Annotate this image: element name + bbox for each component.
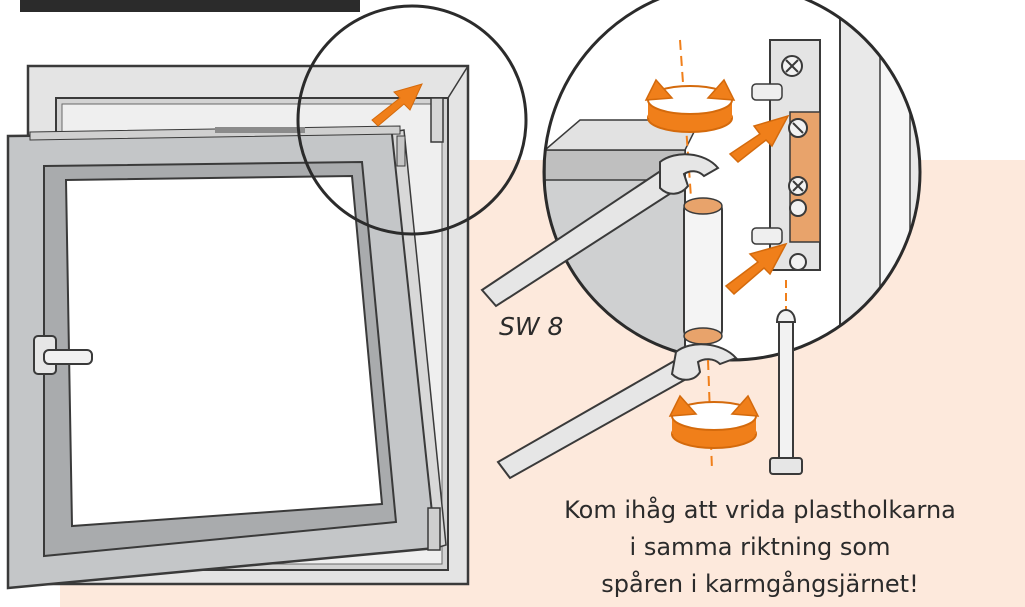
screw-icon [781, 55, 803, 77]
window-handle [33, 335, 93, 375]
hinge-pin [769, 309, 803, 475]
top-hinge-small [396, 97, 444, 167]
instruction-caption: Kom ihåg att vrida plastholkarna i samma… [520, 492, 1000, 603]
wrench-lower [496, 343, 738, 480]
rotate-arrows-icon [644, 78, 736, 133]
push-arrow-icon [371, 83, 423, 127]
push-arrow-icon [728, 114, 790, 164]
caption-line: Kom ihåg att vrida plastholkarna [564, 496, 956, 524]
wrench-size-label: SW 8 [499, 312, 564, 341]
bottom-hinge [427, 507, 441, 551]
window-sash [6, 125, 447, 590]
caption-line: i samma riktning som [629, 533, 891, 561]
magnifier-circle [296, 4, 528, 236]
push-arrow-icon [724, 242, 788, 296]
caption-line: spåren i karmgångsjärnet! [601, 570, 919, 598]
screw-icon [788, 118, 808, 138]
screw-icon [789, 253, 807, 271]
rotate-arrows-icon [668, 394, 760, 449]
cropped-heading [20, 0, 360, 12]
screw-icon [789, 199, 807, 217]
screw-icon [788, 176, 808, 196]
wrench-upper [480, 153, 720, 308]
